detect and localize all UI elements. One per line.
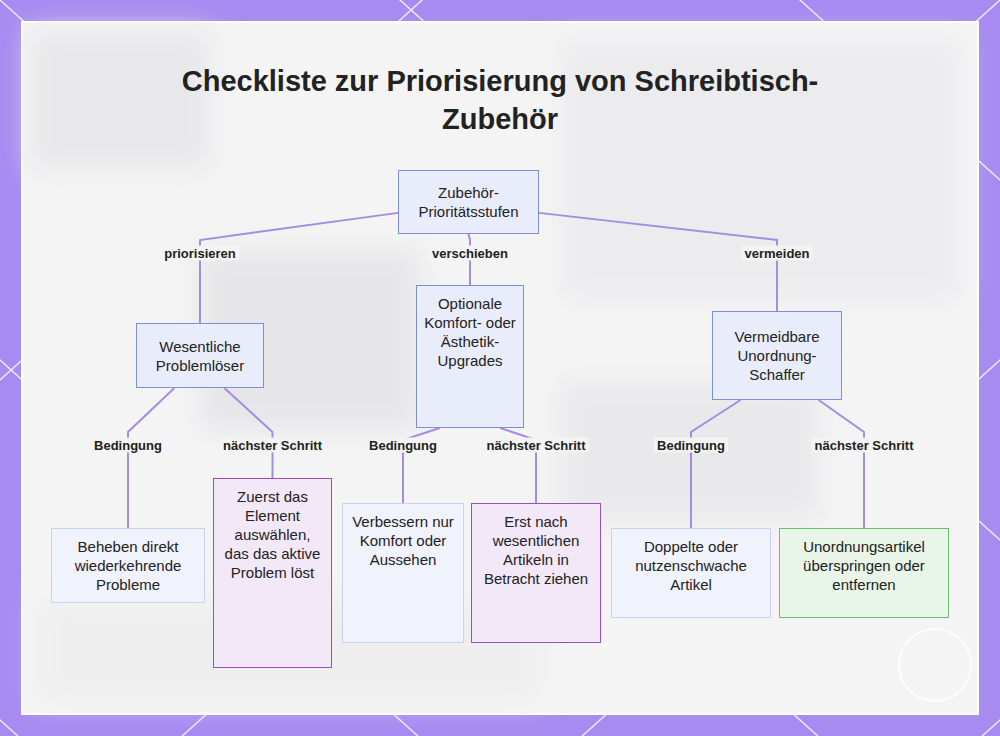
diagram-title: Checkliste zur Priorisierung von Schreib… — [150, 62, 850, 138]
step-box: Unordnungsartikel überspringen oder entf… — [779, 528, 949, 618]
edge-label: priorisieren — [161, 246, 239, 261]
box-text: Erst nach wesentlichen Artikeln in Betra… — [479, 512, 593, 588]
box-text: Wesentliche Problemlöser — [144, 337, 256, 375]
step-box: Erst nach wesentlichen Artikeln in Betra… — [471, 503, 601, 643]
edge-label: vermeiden — [741, 246, 812, 261]
connector — [819, 400, 864, 528]
edge-label: nächster Schritt — [812, 438, 917, 453]
box-text: Beheben direkt wiederkehrende Probleme — [59, 537, 197, 594]
condition-box: Doppelte oder nutzenschwache Artikel — [611, 528, 771, 618]
category-box: Vermeidbare Unordnung-Schaffer — [712, 311, 842, 400]
category-box: Wesentliche Problemlöser — [136, 323, 264, 388]
edge-label: Bedingung — [366, 438, 440, 453]
box-text: Zubehör-Prioritätsstufen — [406, 183, 531, 221]
connector — [200, 213, 398, 323]
edge-label: Bedingung — [654, 438, 728, 453]
box-text: Vermeidbare Unordnung-Schaffer — [720, 327, 834, 384]
edge-label: nächster Schritt — [484, 438, 589, 453]
connector — [128, 388, 174, 528]
condition-box: Beheben direkt wiederkehrende Probleme — [51, 528, 205, 603]
condition-box: Verbessern nur Komfort oder Aussehen — [342, 503, 464, 643]
step-box: Zuerst das Element auswählen, das das ak… — [213, 478, 332, 668]
box-text: Unordnungsartikel überspringen oder entf… — [787, 537, 941, 594]
edge-label: nächster Schritt — [220, 438, 325, 453]
watermark-logo — [899, 629, 971, 701]
connector — [224, 388, 272, 478]
box-text: Zuerst das Element auswählen, das das ak… — [221, 487, 324, 582]
edge-label: Bedingung — [91, 438, 165, 453]
connector — [691, 400, 741, 528]
panel — [22, 22, 978, 714]
box-text: Optionale Komfort- oder Ästhetik-Upgrade… — [424, 294, 516, 370]
box-text: Verbessern nur Komfort oder Aussehen — [350, 512, 456, 569]
category-box: Optionale Komfort- oder Ästhetik-Upgrade… — [416, 285, 524, 428]
blurred-photo — [30, 30, 960, 700]
edge-label: verschieben — [429, 246, 511, 261]
connector — [539, 213, 777, 311]
root-box: Zubehör-Prioritätsstufen — [398, 170, 539, 234]
box-text: Doppelte oder nutzenschwache Artikel — [619, 537, 763, 594]
